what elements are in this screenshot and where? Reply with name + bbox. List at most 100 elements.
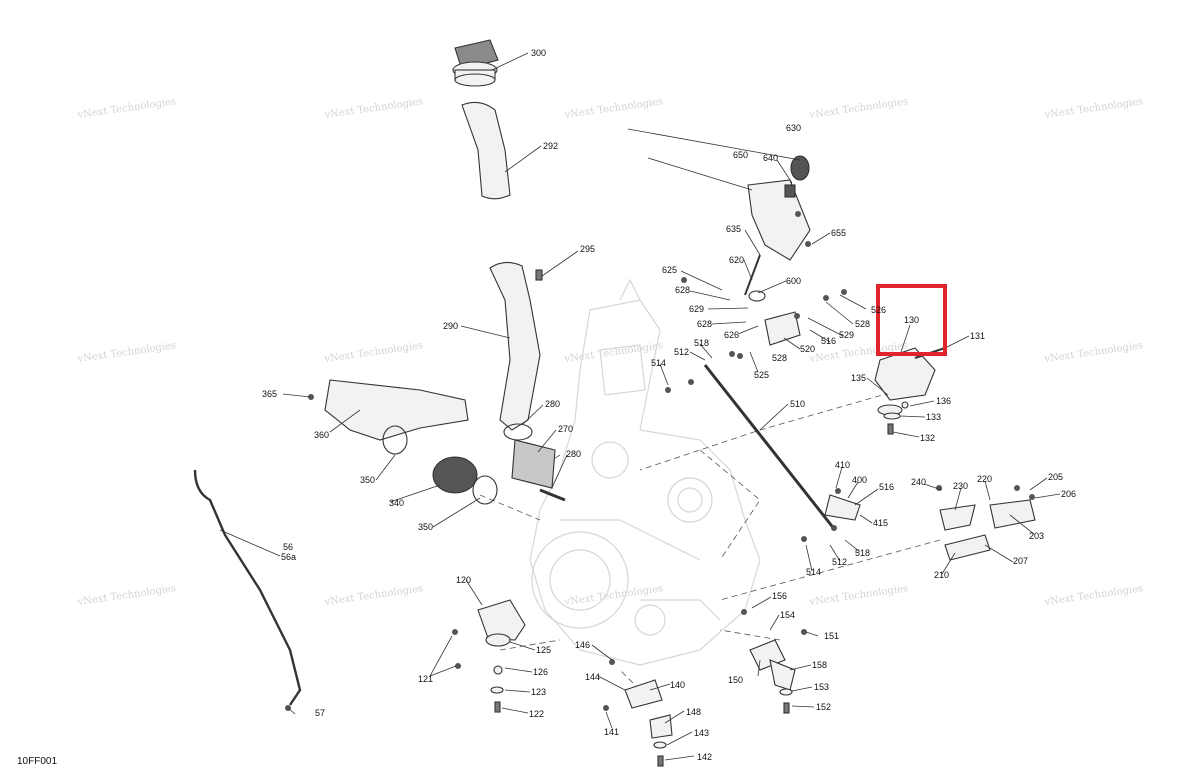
part-280b-clamp[interactable] (539, 488, 566, 502)
label-122[interactable]: 122 (529, 709, 544, 719)
label-528b[interactable]: 528 (772, 353, 787, 363)
part-158-bracket[interactable] (769, 659, 796, 691)
label-410[interactable]: 410 (835, 460, 850, 470)
part-148-bracket[interactable] (649, 714, 673, 739)
label-141[interactable]: 141 (604, 727, 619, 737)
part-350b-clamp[interactable] (472, 475, 498, 505)
label-280b[interactable]: 280 (566, 449, 581, 459)
label-57[interactable]: 57 (315, 708, 325, 718)
part-290-intake-tube[interactable] (489, 261, 541, 431)
part-520-linkage[interactable] (764, 311, 801, 346)
label-220[interactable]: 220 (977, 474, 992, 484)
part-210-bracket[interactable] (944, 534, 991, 561)
label-56a[interactable]: 56a (281, 552, 296, 562)
label-512[interactable]: 512 (674, 347, 689, 357)
label-156[interactable]: 156 (772, 591, 787, 601)
label-150[interactable]: 150 (728, 675, 743, 685)
label-152[interactable]: 152 (816, 702, 831, 712)
label-280[interactable]: 280 (545, 399, 560, 409)
label-340[interactable]: 340 (389, 498, 404, 508)
label-512b[interactable]: 512 (832, 557, 847, 567)
label-205[interactable]: 205 (1048, 472, 1063, 482)
label-628b[interactable]: 628 (697, 319, 712, 329)
label-640[interactable]: 640 (763, 153, 778, 163)
label-626[interactable]: 626 (724, 330, 739, 340)
label-529[interactable]: 529 (839, 330, 854, 340)
label-154[interactable]: 154 (780, 610, 795, 620)
label-350b[interactable]: 350 (418, 522, 433, 532)
label-516[interactable]: 516 (821, 336, 836, 346)
label-125[interactable]: 125 (536, 645, 551, 655)
label-207[interactable]: 207 (1013, 556, 1028, 566)
part-123-washer[interactable] (490, 686, 504, 694)
part-640-boot[interactable] (784, 184, 796, 198)
part-300-cap[interactable] (452, 39, 499, 87)
label-130[interactable]: 130 (904, 315, 919, 325)
label-600[interactable]: 600 (786, 276, 801, 286)
label-650[interactable]: 650 (733, 150, 748, 160)
label-518b[interactable]: 518 (855, 548, 870, 558)
label-292[interactable]: 292 (543, 141, 558, 151)
label-300[interactable]: 300 (531, 48, 546, 58)
part-340-boot[interactable] (432, 456, 478, 494)
label-140[interactable]: 140 (670, 680, 685, 690)
part-350-clamp[interactable] (382, 425, 408, 455)
part-153-washer[interactable] (779, 688, 793, 696)
label-400[interactable]: 400 (852, 475, 867, 485)
label-629[interactable]: 629 (689, 304, 704, 314)
part-136-washer[interactable] (901, 401, 909, 409)
part-280-clamp[interactable] (503, 423, 533, 441)
label-635[interactable]: 635 (726, 224, 741, 234)
part-360-duct[interactable] (324, 379, 469, 441)
label-143[interactable]: 143 (694, 728, 709, 738)
part-620-rod[interactable] (744, 254, 761, 296)
part-295-bolt[interactable] (535, 269, 543, 281)
label-526[interactable]: 526 (871, 305, 886, 315)
label-148[interactable]: 148 (686, 707, 701, 717)
part-122-bolt[interactable] (494, 701, 501, 713)
label-628[interactable]: 628 (675, 285, 690, 295)
part-130-bracket[interactable] (874, 347, 936, 401)
part-600-ring[interactable] (748, 290, 766, 302)
label-121[interactable]: 121 (418, 674, 433, 684)
part-125-washer[interactable] (485, 633, 511, 647)
label-528[interactable]: 528 (855, 319, 870, 329)
label-655[interactable]: 655 (831, 228, 846, 238)
part-400-lever[interactable] (824, 494, 861, 521)
part-152-bolt[interactable] (783, 702, 790, 714)
label-144[interactable]: 144 (585, 672, 600, 682)
label-290[interactable]: 290 (443, 321, 458, 331)
label-240[interactable]: 240 (911, 477, 926, 487)
label-514b[interactable]: 514 (806, 567, 821, 577)
label-151[interactable]: 151 (824, 631, 839, 641)
part-126-nut[interactable] (493, 665, 503, 675)
label-365[interactable]: 365 (262, 389, 277, 399)
label-56[interactable]: 56 (283, 542, 293, 552)
label-210[interactable]: 210 (934, 570, 949, 580)
part-140-engine-mount[interactable] (624, 679, 663, 709)
label-120[interactable]: 120 (456, 575, 471, 585)
part-510-shift-rod[interactable] (703, 364, 837, 531)
label-206[interactable]: 206 (1061, 489, 1076, 499)
part-270-boot[interactable] (511, 439, 556, 489)
part-630-knob[interactable] (790, 155, 810, 181)
label-415[interactable]: 415 (873, 518, 888, 528)
label-203[interactable]: 203 (1029, 531, 1044, 541)
part-143-washer[interactable] (653, 741, 667, 749)
label-270[interactable]: 270 (558, 424, 573, 434)
label-625[interactable]: 625 (662, 265, 677, 275)
part-650-shifter-plate[interactable] (747, 179, 811, 261)
label-520[interactable]: 520 (800, 344, 815, 354)
label-510[interactable]: 510 (790, 399, 805, 409)
label-142[interactable]: 142 (697, 752, 712, 762)
part-56-hose[interactable] (193, 469, 302, 706)
label-136[interactable]: 136 (936, 396, 951, 406)
label-153[interactable]: 153 (814, 682, 829, 692)
label-630[interactable]: 630 (786, 123, 801, 133)
label-135[interactable]: 135 (851, 373, 866, 383)
label-620[interactable]: 620 (729, 255, 744, 265)
part-120-engine-mount[interactable] (477, 599, 526, 641)
label-350[interactable]: 350 (360, 475, 375, 485)
label-158[interactable]: 158 (812, 660, 827, 670)
part-142-bolt[interactable] (657, 755, 664, 767)
